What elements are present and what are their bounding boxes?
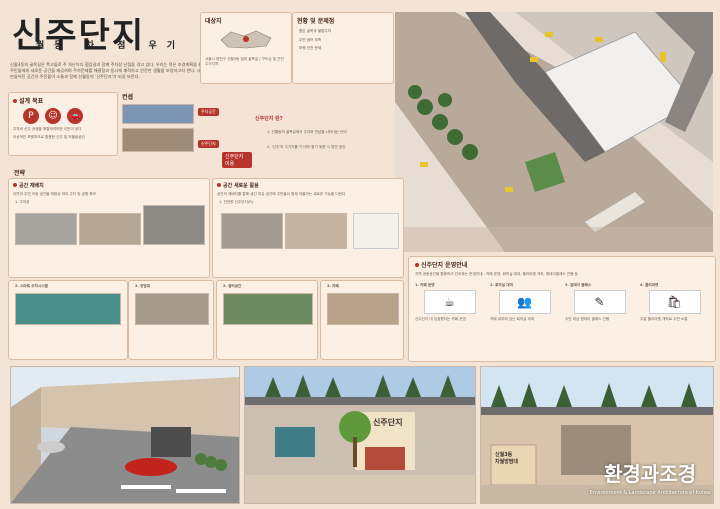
program-item-text: 카페 내부에 있는 회의실 대여: [490, 317, 535, 322]
strategy-s5: 2. 쉼터공간: [223, 284, 242, 288]
site-text: 서울시 양천구 신월3동 일대 골목길 / 구도심 및 근린주거지역: [205, 57, 284, 66]
program-item: 2. 회의실 대여 👥 카페 내부에 있는 회의실 대여: [490, 283, 559, 322]
goals-card: 설계 목표 P ☺ 🚗 주차와 신주 공생을 해결하여야만 이웃이 된다 이상적…: [8, 92, 118, 156]
strategy-diagram: [353, 213, 399, 249]
meeting-icon: 👥: [498, 290, 551, 315]
issue-item: 좁은 골목과 불법주차: [299, 29, 332, 33]
smart-parking-card: 2. 스마트 주차시스템: [8, 280, 128, 360]
strategy-s4: 3. 방범대: [135, 284, 151, 288]
strategy-newuse-card: 공간 새로운 활용 공간의 재배치를 통해 생긴 여유 공간에 주민들이 함께 …: [212, 178, 404, 278]
strategy-photo-4: [221, 213, 283, 249]
render-cafe-illustration: [245, 375, 475, 503]
aerial-plan-illustration: [395, 12, 713, 252]
concept-question: 신주단지 란?: [255, 116, 283, 122]
site-map-icon: [220, 30, 272, 49]
site-label: 대상지: [205, 18, 222, 25]
render-sign-2: 신월3동 차월방범대: [495, 452, 519, 465]
watermark-english: Environment & Landscape Architecture of …: [589, 490, 710, 496]
strategy-s2a: 1. 안전한 신주단지(R): [219, 199, 254, 204]
page-subtitle: 월동 차 점 우기: [36, 41, 186, 51]
concept-qa: 신주단지 란? 1. 신월동의 골목길에서 주차와 만남을 나타내는 단어 2.…: [255, 115, 395, 170]
render-patrol-illustration: [481, 383, 713, 503]
issues-card: 현황 및 문제점 좁은 골목과 불법주차 주민 쉼터 부족 보행 안전 문제: [292, 12, 394, 84]
render-street-illustration: [11, 367, 239, 503]
strategy-photo-3: [143, 205, 205, 245]
strategy-s3: 2. 스마트 주차시스템: [15, 284, 48, 288]
strategy-s2-text: 공간의 재배치를 통해 생긴 여유 공간에 주민들이 함께 어울리는 새로운 기…: [217, 192, 346, 196]
render-patrol: 신월3동 차월방범대: [480, 366, 714, 504]
program-item-title: 1. 카페 운영: [415, 282, 435, 287]
program-item-title: 3. 원데이 클래스: [565, 282, 592, 287]
class-icon: ✎: [573, 290, 626, 315]
patrol-photo: [135, 293, 209, 325]
patrol-card: 3. 방범대: [128, 280, 214, 360]
cafe-photo: [327, 293, 399, 325]
strategy-s1-title: 공간 재배치: [19, 183, 44, 189]
strategy-label: 전략: [14, 170, 26, 177]
program-item-text: 주말 플리마켓 개최로 주민 소통: [640, 317, 688, 322]
program-label: 신주단지 운영안내: [421, 262, 468, 269]
goals-line2: 이상적인 포켓파크로 활용한 신주 및 어울림공간: [13, 134, 85, 139]
program-item: 1. 카페 운영 ☕ 신주단지 내 입점했다는 카페 운영: [415, 283, 484, 322]
watermark-logo: 환경과조경: [604, 462, 696, 486]
concept-answer-2: 2. '신주'의 주거지를 거 대의 형기 위한 시 방안 공간: [267, 144, 346, 149]
render-sign: 신주단지: [373, 418, 403, 427]
concept-tag-parking: 주차공간: [198, 108, 219, 116]
site-card: 대상지 서울시 양천구 신월3동 일대 골목길 / 구도심 및 근린주거지역: [200, 12, 292, 84]
rest-photo: [223, 293, 313, 325]
smart-parking-photo: [15, 293, 121, 325]
program-items: 1. 카페 운영 ☕ 신주단지 내 입점했다는 카페 운영 2. 회의실 대여 …: [415, 283, 709, 322]
issue-item: 보행 안전 문제: [299, 46, 322, 51]
program-card: 신주단지 운영안내 지역 공동공간을 활용하고 관리하는 운영안내 - 카페 운…: [408, 256, 716, 362]
render-street: [10, 366, 240, 504]
strategy-s2-title: 공간 새로운 활용: [223, 183, 259, 189]
goals-label: 설계 목표: [19, 98, 44, 105]
strategy-photo-2: [79, 213, 141, 245]
strategy-photo-5: [285, 213, 347, 249]
concept-answer-1: 1. 신월동의 골목길에서 주차와 만남을 나타내는 단어: [267, 130, 347, 134]
aerial-plan: [395, 12, 713, 252]
strategy-s6: 3. 카페: [327, 284, 339, 288]
people-icon: ☺: [45, 108, 61, 124]
concept-image-2: [122, 128, 194, 152]
strategy-photo-1: [15, 213, 77, 245]
strategy-relayout-card: 공간 재배치 이웃과 주민 이동 공간을 재점검 하여 주차 및 공원 확보 1…: [8, 178, 210, 278]
strategy-s1a: 1. 주차공: [15, 199, 30, 204]
cafe-card: 3. 카페: [320, 280, 404, 360]
program-item-title: 2. 회의실 대여: [490, 282, 513, 287]
car-icon: 🚗: [67, 108, 83, 124]
program-item-title: 4. 플리마켓: [640, 282, 659, 287]
issues-label: 현황 및 문제점: [297, 18, 335, 25]
cafe-icon: ☕: [423, 290, 476, 315]
program-item: 4. 플리마켓 🛍 주말 플리마켓 개최로 주민 소통: [640, 283, 709, 322]
concept-area: 컨셉 주차공간 신주단지 신주단지 이용: [122, 92, 252, 172]
render-cafe: 신주단지: [244, 366, 476, 504]
rest-card: 2. 쉼터공간: [216, 280, 318, 360]
page-title: 신주단지: [12, 16, 146, 56]
program-text: 지역 공동공간을 활용하고 관리하는 운영안내 - 카페 운영, 회의실 대여,…: [415, 272, 578, 276]
program-item: 3. 원데이 클래스 ✎ 주민 대상 원데이 클래스 진행: [565, 283, 634, 322]
market-icon: 🛍: [648, 290, 701, 315]
program-item-text: 신주단지 내 입점했다는 카페 운영: [415, 317, 466, 322]
strategy-s1-text: 이웃과 주민 이동 공간을 재점검 하여 주차 및 공원 확보: [13, 192, 97, 196]
intro-text: 신월3동의 골목길은 폭고들로 주 차난이다 협업길과 함께 주차장 난점을 겪…: [10, 62, 209, 79]
concept-image-1: [122, 104, 194, 124]
issue-item: 주민 쉼터 부족: [299, 37, 322, 42]
concept-tag-sinju: 신주단지: [198, 140, 219, 148]
concept-tag-use: 신주단지 이용: [222, 152, 252, 168]
program-item-text: 주민 대상 원데이 클래스 진행: [565, 317, 610, 322]
parking-icon: P: [23, 108, 39, 124]
goals-line1: 주차와 신주 공생을 해결하여야만 이웃이 된다: [13, 127, 82, 131]
concept-label: 컨셉: [122, 94, 134, 101]
